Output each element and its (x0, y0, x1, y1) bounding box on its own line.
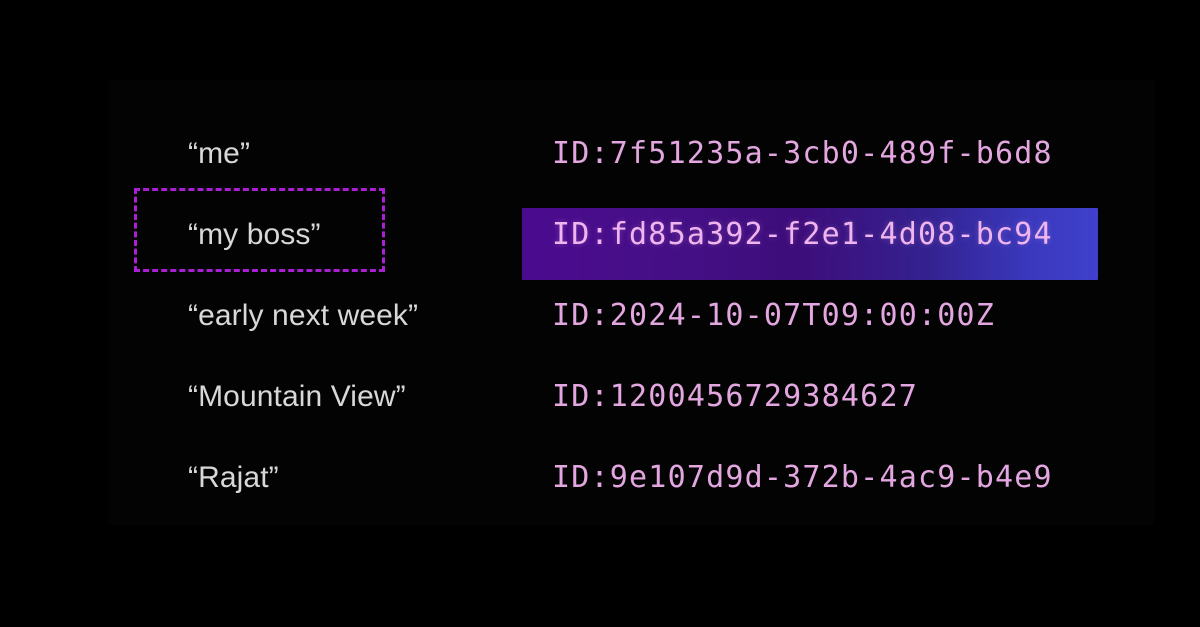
table-row[interactable]: “my boss” ID:fd85a392-f2e1-4d08-bc94 (108, 194, 1154, 280)
table-row[interactable]: “me” ID:7f51235a-3cb0-489f-b6d8 (108, 113, 1154, 194)
entity-phrase: “me” (188, 136, 251, 170)
entity-phrase: “early next week” (188, 298, 419, 332)
entity-id: ID:1200456729384627 (552, 379, 918, 414)
entity-phrase: “my boss” (188, 217, 321, 251)
table-row[interactable]: “early next week” ID:2024-10-07T09:00:00… (108, 275, 1154, 356)
table-row[interactable]: “Rajat” ID:9e107d9d-372b-4ac9-b4e9 (108, 437, 1154, 518)
entity-resolution-table: “me” ID:7f51235a-3cb0-489f-b6d8 “my boss… (108, 80, 1154, 525)
entity-phrase: “Rajat” (188, 460, 279, 494)
entity-id: ID:7f51235a-3cb0-489f-b6d8 (552, 136, 1053, 171)
phrase-selection-box[interactable] (134, 188, 385, 272)
content-panel: “me” ID:7f51235a-3cb0-489f-b6d8 “my boss… (108, 80, 1154, 525)
table-row[interactable]: “Mountain View” ID:1200456729384627 (108, 356, 1154, 437)
entity-id: ID:fd85a392-f2e1-4d08-bc94 (552, 217, 1053, 252)
entity-id: ID:9e107d9d-372b-4ac9-b4e9 (552, 460, 1053, 495)
id-highlight-bar (522, 208, 1098, 280)
entity-id: ID:2024-10-07T09:00:00Z (552, 298, 996, 333)
entity-phrase: “Mountain View” (188, 379, 406, 413)
